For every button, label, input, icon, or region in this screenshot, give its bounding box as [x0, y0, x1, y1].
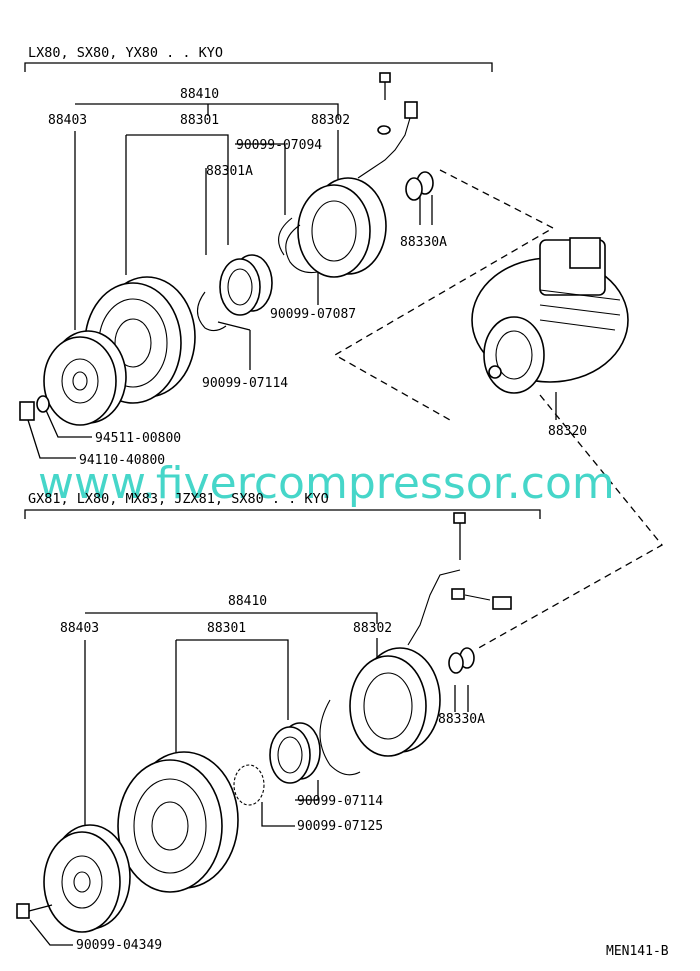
- lower-leader-assy: [85, 612, 378, 624]
- upper-leader-assy: [75, 103, 339, 118]
- watermark: www.fivercompressor.com: [38, 458, 615, 509]
- lower-leader-snapring-a: [295, 780, 319, 801]
- upper-label-stator: 88302: [311, 113, 350, 128]
- upper-bearing-icon: [219, 254, 273, 316]
- lower-wire-icon: [407, 569, 461, 646]
- upper-leader-washer: [44, 407, 92, 438]
- lower-label-stator: 88302: [353, 621, 392, 636]
- upper-hub-icon: [43, 330, 127, 426]
- upper-leader-nut: [27, 419, 76, 459]
- lower-label-hub: 88403: [60, 621, 99, 636]
- lower-shim-icon: [448, 647, 475, 674]
- lower-hub-bolt-icon: [16, 903, 53, 919]
- upper-shim-icon: [405, 171, 434, 201]
- upper-leader-pulley: [125, 134, 229, 275]
- upper-nut-icon: [19, 401, 35, 421]
- figure-code: MEN141-B: [606, 944, 669, 959]
- upper-label-shim: 88330A: [400, 235, 447, 250]
- lower-snapring-a-icon: [319, 699, 361, 776]
- lower-bearing-icon: [269, 722, 321, 784]
- lower-ground-terminal-icon: [451, 588, 465, 600]
- lower-snapring-b-icon: [233, 764, 265, 806]
- upper-label-hub: 88403: [48, 113, 87, 128]
- lower-label-snapring-b: 90099-07125: [297, 819, 383, 834]
- upper-connector-icon: [404, 101, 418, 119]
- upper-label-snapring-low: 90099-07114: [202, 376, 288, 391]
- lower-label-snapring-a: 90099-07114: [297, 794, 383, 809]
- upper-wire-icon: [357, 105, 411, 179]
- upper-washer-icon: [36, 395, 50, 413]
- upper-label-compressor: 88320: [548, 424, 587, 439]
- lower-wire-branch-icon: [464, 594, 491, 601]
- upper-header-bracket: [24, 62, 493, 72]
- lower-label-shim: 88330A: [438, 712, 485, 727]
- upper-label-washer: 94511-00800: [95, 431, 181, 446]
- upper-ground-terminal-icon: [377, 125, 391, 135]
- upper-dashed-guide: [333, 169, 555, 421]
- upper-label-snapring-mid: 90099-07087: [270, 307, 356, 322]
- upper-snapring-mid-icon: [285, 224, 319, 274]
- lower-stator-icon: [349, 647, 441, 757]
- connecting-dashed-guide: [474, 394, 663, 651]
- upper-header: LX80, SX80, YX80 . . KYO: [28, 45, 223, 61]
- upper-label-assy: 88410: [180, 87, 219, 102]
- lower-leader-shim: [454, 685, 469, 712]
- lower-leader-bolt: [29, 919, 73, 946]
- upper-snapring-low-icon: [196, 291, 227, 332]
- upper-leader-snapring-low: [217, 321, 251, 370]
- upper-label-snapring-top: 90099-07094: [236, 138, 322, 153]
- lower-leader-snapring-b: [261, 802, 295, 827]
- lower-label-bolt: 90099-04349: [76, 938, 162, 953]
- lower-pulley-icon: [117, 751, 239, 893]
- lower-hub-icon: [43, 824, 131, 933]
- upper-label-nut: 94110-40800: [79, 453, 165, 468]
- upper-bolt-icon: [379, 72, 391, 100]
- compressor-icon: [471, 237, 629, 394]
- upper-snapring-top-icon: [278, 217, 293, 256]
- lower-header: GX81, LX80, MX83, JZX81, SX80 . . KYO: [28, 491, 329, 507]
- lower-leader-pulley: [175, 639, 289, 760]
- lower-connector-icon: [492, 596, 512, 610]
- lower-header-bracket: [24, 509, 541, 519]
- upper-label-bearing: 88301A: [206, 164, 253, 179]
- lower-label-pulley: 88301: [207, 621, 246, 636]
- lower-label-assy: 88410: [228, 594, 267, 609]
- upper-label-pulley: 88301: [180, 113, 219, 128]
- upper-stator-icon: [297, 177, 387, 278]
- lower-bolt-icon: [453, 512, 466, 560]
- upper-leader-shim: [419, 195, 433, 225]
- upper-leader-snapring-top: [235, 143, 286, 215]
